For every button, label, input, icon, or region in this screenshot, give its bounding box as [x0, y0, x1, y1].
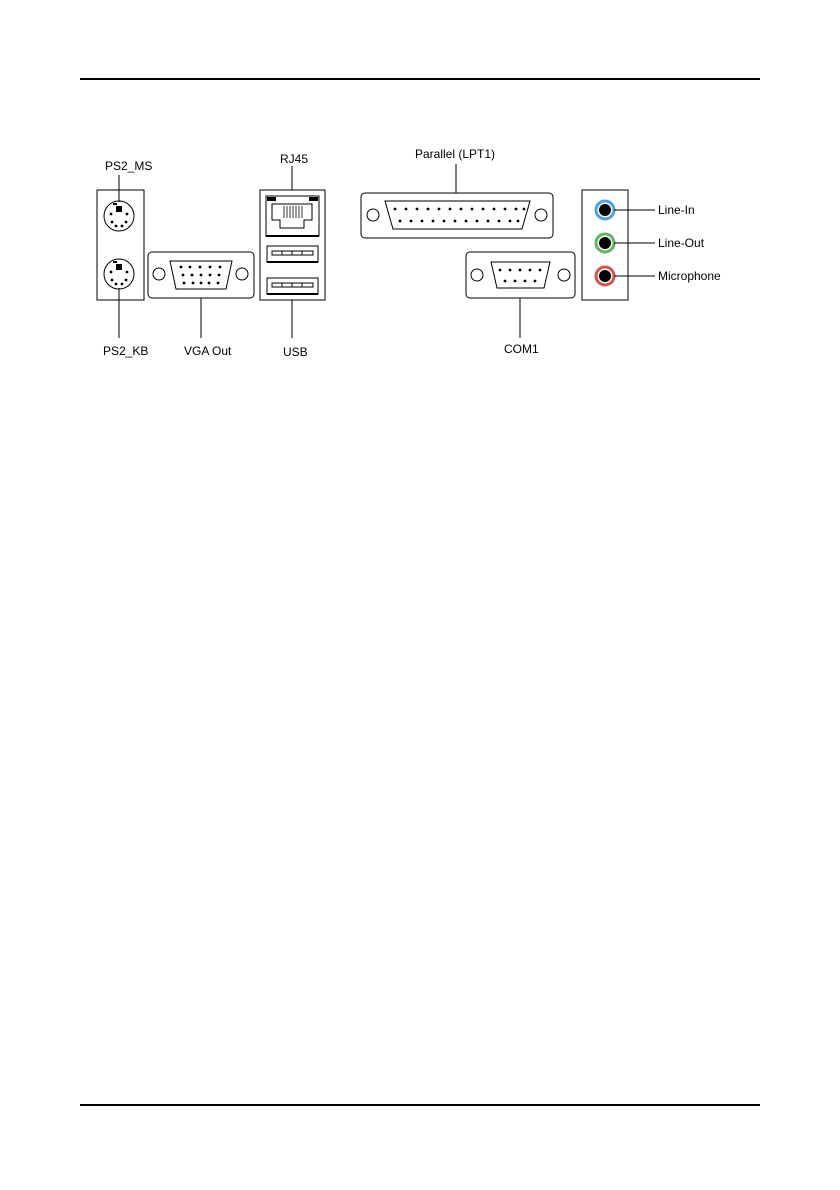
parallel-port — [361, 164, 553, 238]
ps2-mouse-port — [104, 201, 134, 231]
microphone-jack — [596, 267, 655, 285]
label-line-in: Line-In — [658, 203, 695, 217]
footer-rule — [80, 1104, 760, 1106]
label-ps2-kb: PS2_KB — [103, 344, 148, 358]
label-usb: USB — [283, 345, 308, 359]
label-microphone: Microphone — [658, 269, 721, 283]
line-in-jack — [596, 201, 655, 219]
vga-port — [148, 252, 254, 338]
label-vga: VGA Out — [184, 344, 232, 358]
audio-block — [582, 190, 655, 300]
label-com1: COM1 — [504, 342, 539, 356]
usb-port-top — [267, 246, 318, 262]
ps2-keyboard-port — [104, 259, 134, 289]
rj45-port — [266, 196, 319, 236]
line-out-jack — [596, 234, 655, 252]
label-line-out: Line-Out — [658, 236, 705, 250]
label-parallel: Parallel (LPT1) — [415, 147, 495, 161]
label-rj45: RJ45 — [280, 152, 308, 166]
io-panel-diagram: PS2_MS PS2_KB VGA Out RJ45 USB Parallel … — [0, 0, 840, 400]
rj45-usb-block — [260, 166, 325, 338]
ps2-block — [97, 175, 144, 338]
label-ps2-ms: PS2_MS — [105, 159, 152, 173]
usb-port-bottom — [267, 278, 318, 294]
com1-port — [466, 252, 575, 338]
